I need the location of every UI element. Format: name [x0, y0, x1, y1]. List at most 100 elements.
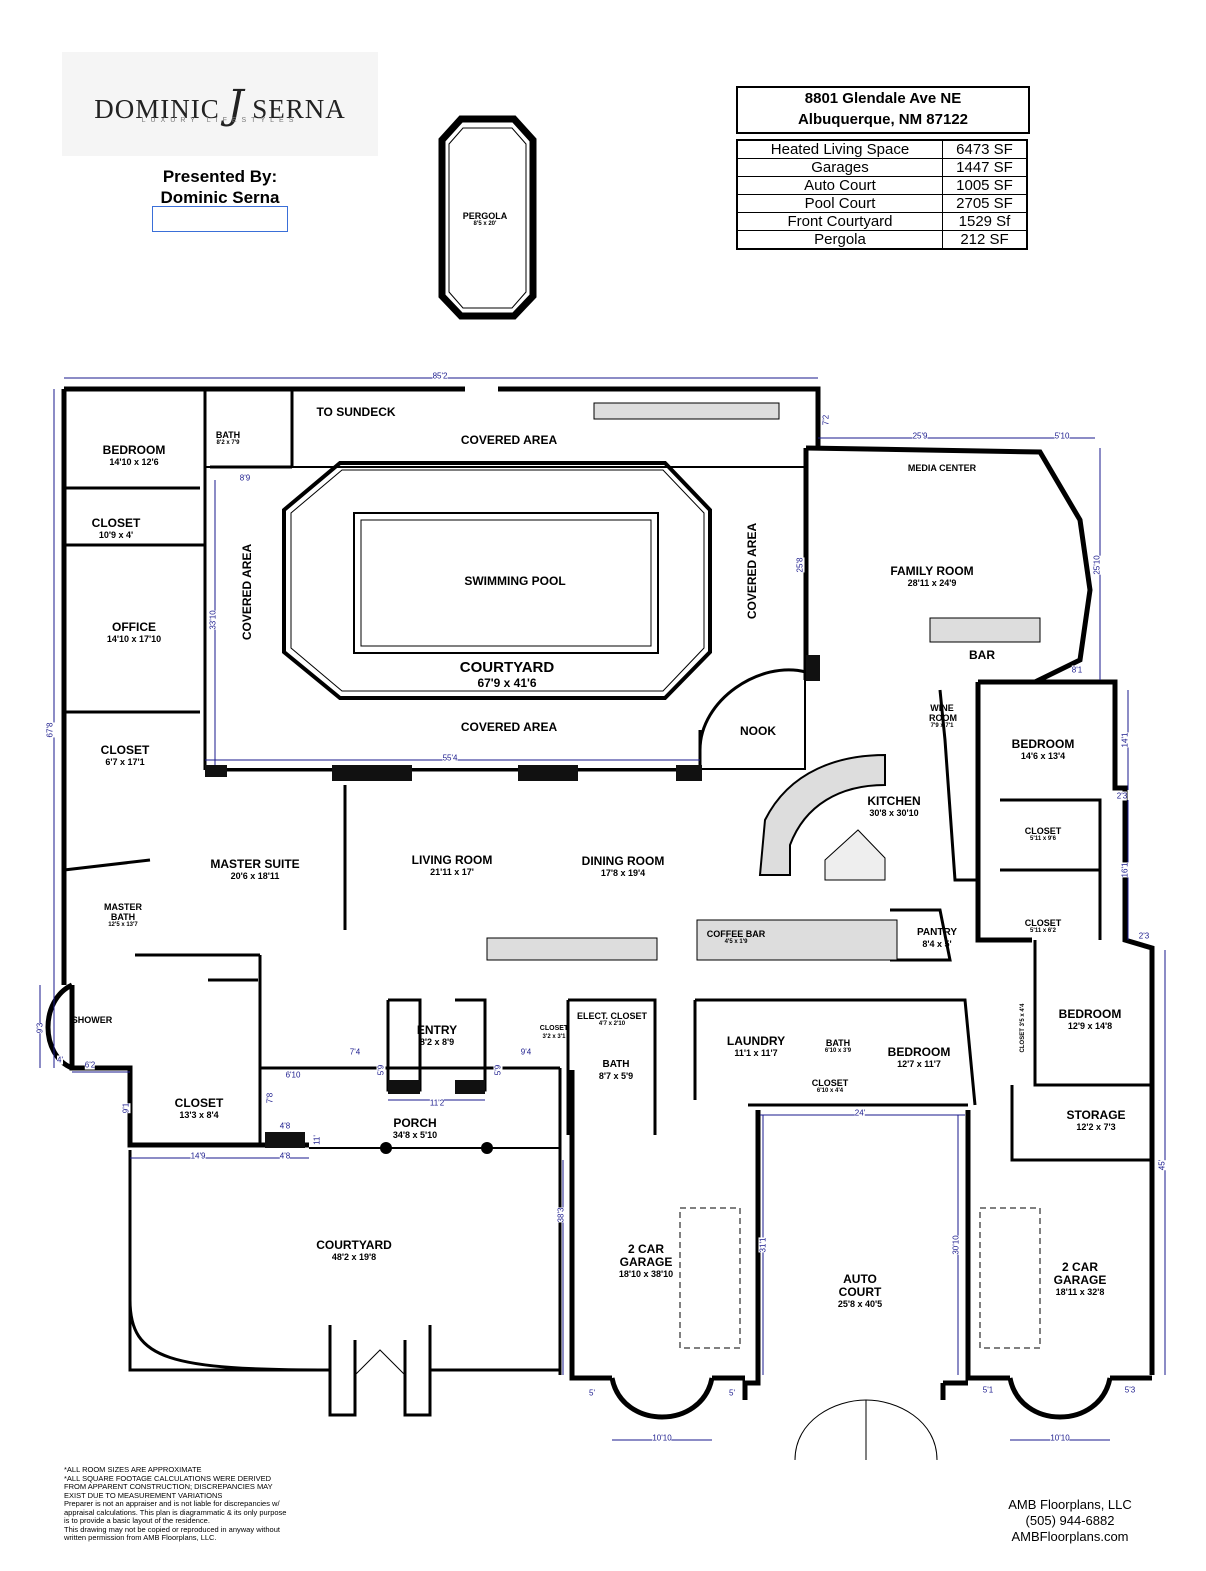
- media-center-label: MEDIA CENTER: [907, 463, 977, 473]
- dimension-label: 24': [854, 1108, 866, 1118]
- logo-mark: J: [227, 82, 245, 128]
- dimension-label: 85'2: [432, 371, 448, 381]
- covered-area-left: COVERED AREA: [240, 543, 254, 641]
- dimension-label: 10'10: [652, 1433, 672, 1443]
- dimension-label: 8'1: [1071, 665, 1083, 675]
- to-sundeck-label: TO SUNDECK: [316, 405, 396, 419]
- pergola-outline: [438, 115, 537, 320]
- dimension-label: 2'3: [1116, 791, 1128, 801]
- dimension-label: 14'1: [1120, 732, 1130, 748]
- area-label: Auto Court: [736, 176, 943, 195]
- columns: [205, 655, 820, 1148]
- living-counter: [486, 937, 658, 961]
- note-line: Preparer is not an appraiser and is not …: [64, 1499, 280, 1508]
- room-closet-se: CLOSET 3'5 x 4'4: [1020, 1003, 1026, 1053]
- note-line: FROM APPARENT CONSTRUCTION; DISCREPANCIE…: [64, 1482, 273, 1491]
- dimension-label: 67'8: [45, 722, 55, 738]
- dimension-label: 5'9: [493, 1064, 503, 1076]
- dimension-label: 11'2: [429, 1098, 445, 1108]
- note-line: EXIST DUE TO MEASUREMENT VARIATIONS: [64, 1490, 223, 1500]
- dimension-label: 9'1: [121, 1102, 131, 1114]
- dimension-label: 4'8: [279, 1151, 291, 1161]
- dimension-label: 6'2: [84, 1060, 96, 1070]
- note-line: written permission from AMB Floorplans, …: [64, 1533, 217, 1542]
- area-value: 1005 SF: [942, 176, 1028, 195]
- interior-walls: [63, 389, 1152, 1375]
- front-courtyard-outline: [128, 1150, 331, 1372]
- credit-website: AMBFloorplans.com: [1011, 1529, 1129, 1544]
- dimension-label: 9'3: [35, 1022, 45, 1034]
- logo-tagline: LUXURY LIFESTYLES: [141, 117, 299, 124]
- disclaimer-notes: *ALL ROOM SIZES ARE APPROXIMATE*ALL SQUA…: [64, 1465, 314, 1543]
- dimension-label: 38'3: [556, 1207, 566, 1223]
- dimension-label: 4'8: [279, 1121, 291, 1131]
- area-value: 2705 SF: [942, 194, 1028, 213]
- area-value: 1529 Sf: [942, 212, 1028, 231]
- garage-parking: [679, 1207, 1041, 1349]
- dimension-label: 11': [312, 1135, 322, 1145]
- dimension-label: 5'10: [1054, 431, 1070, 441]
- dimension-label: 5'3: [1124, 1385, 1136, 1395]
- presenter-field[interactable]: [152, 206, 288, 232]
- exterior-walls: [45, 386, 1155, 1420]
- dimension-label: 4': [57, 1055, 63, 1065]
- dimension-label: 7'8: [265, 1092, 275, 1104]
- dimension-label: 7'2: [821, 414, 831, 426]
- covered-area-bottom: COVERED AREA: [460, 720, 558, 734]
- preparer-credit: AMB Floorplans, LLC (505) 944-6882 AMBFl…: [990, 1497, 1150, 1545]
- address-box: 8801 Glendale Ave NE Albuquerque, NM 871…: [736, 86, 1030, 134]
- covered-counter: [593, 402, 780, 420]
- presenter-name: Dominic Serna: [160, 188, 280, 207]
- credit-company: AMB Floorplans, LLC: [1008, 1497, 1132, 1512]
- dimension-label: 5'1: [982, 1385, 994, 1395]
- dimension-label: 25'9: [912, 431, 928, 441]
- area-value: 212 SF: [942, 230, 1028, 250]
- dimension-lines: [39, 377, 1166, 1441]
- dimension-label: 55'4: [442, 753, 458, 763]
- bar-counter: [929, 617, 1041, 643]
- logo-wordmark: DOMINIC J SERNA: [62, 82, 378, 128]
- note-line: *ALL ROOM SIZES ARE APPROXIMATE: [64, 1465, 202, 1474]
- address-line2: Albuquerque, NM 87122: [797, 111, 969, 128]
- covered-area-right: COVERED AREA: [745, 522, 759, 620]
- note-line: is to provide a basic layout of the resi…: [64, 1516, 210, 1525]
- dimension-label: 5': [729, 1388, 735, 1398]
- logo-name-right: SERNA: [252, 94, 346, 124]
- coffee-bar-counter: [696, 919, 898, 961]
- address-line1: 8801 Glendale Ave NE: [804, 90, 962, 107]
- dimension-label: 5': [589, 1388, 595, 1398]
- dimension-label: 7'4: [349, 1047, 361, 1057]
- dimension-label: 16'1: [1120, 862, 1130, 878]
- kitchen-island: [758, 753, 886, 876]
- dimension-label: 9'4: [520, 1047, 532, 1057]
